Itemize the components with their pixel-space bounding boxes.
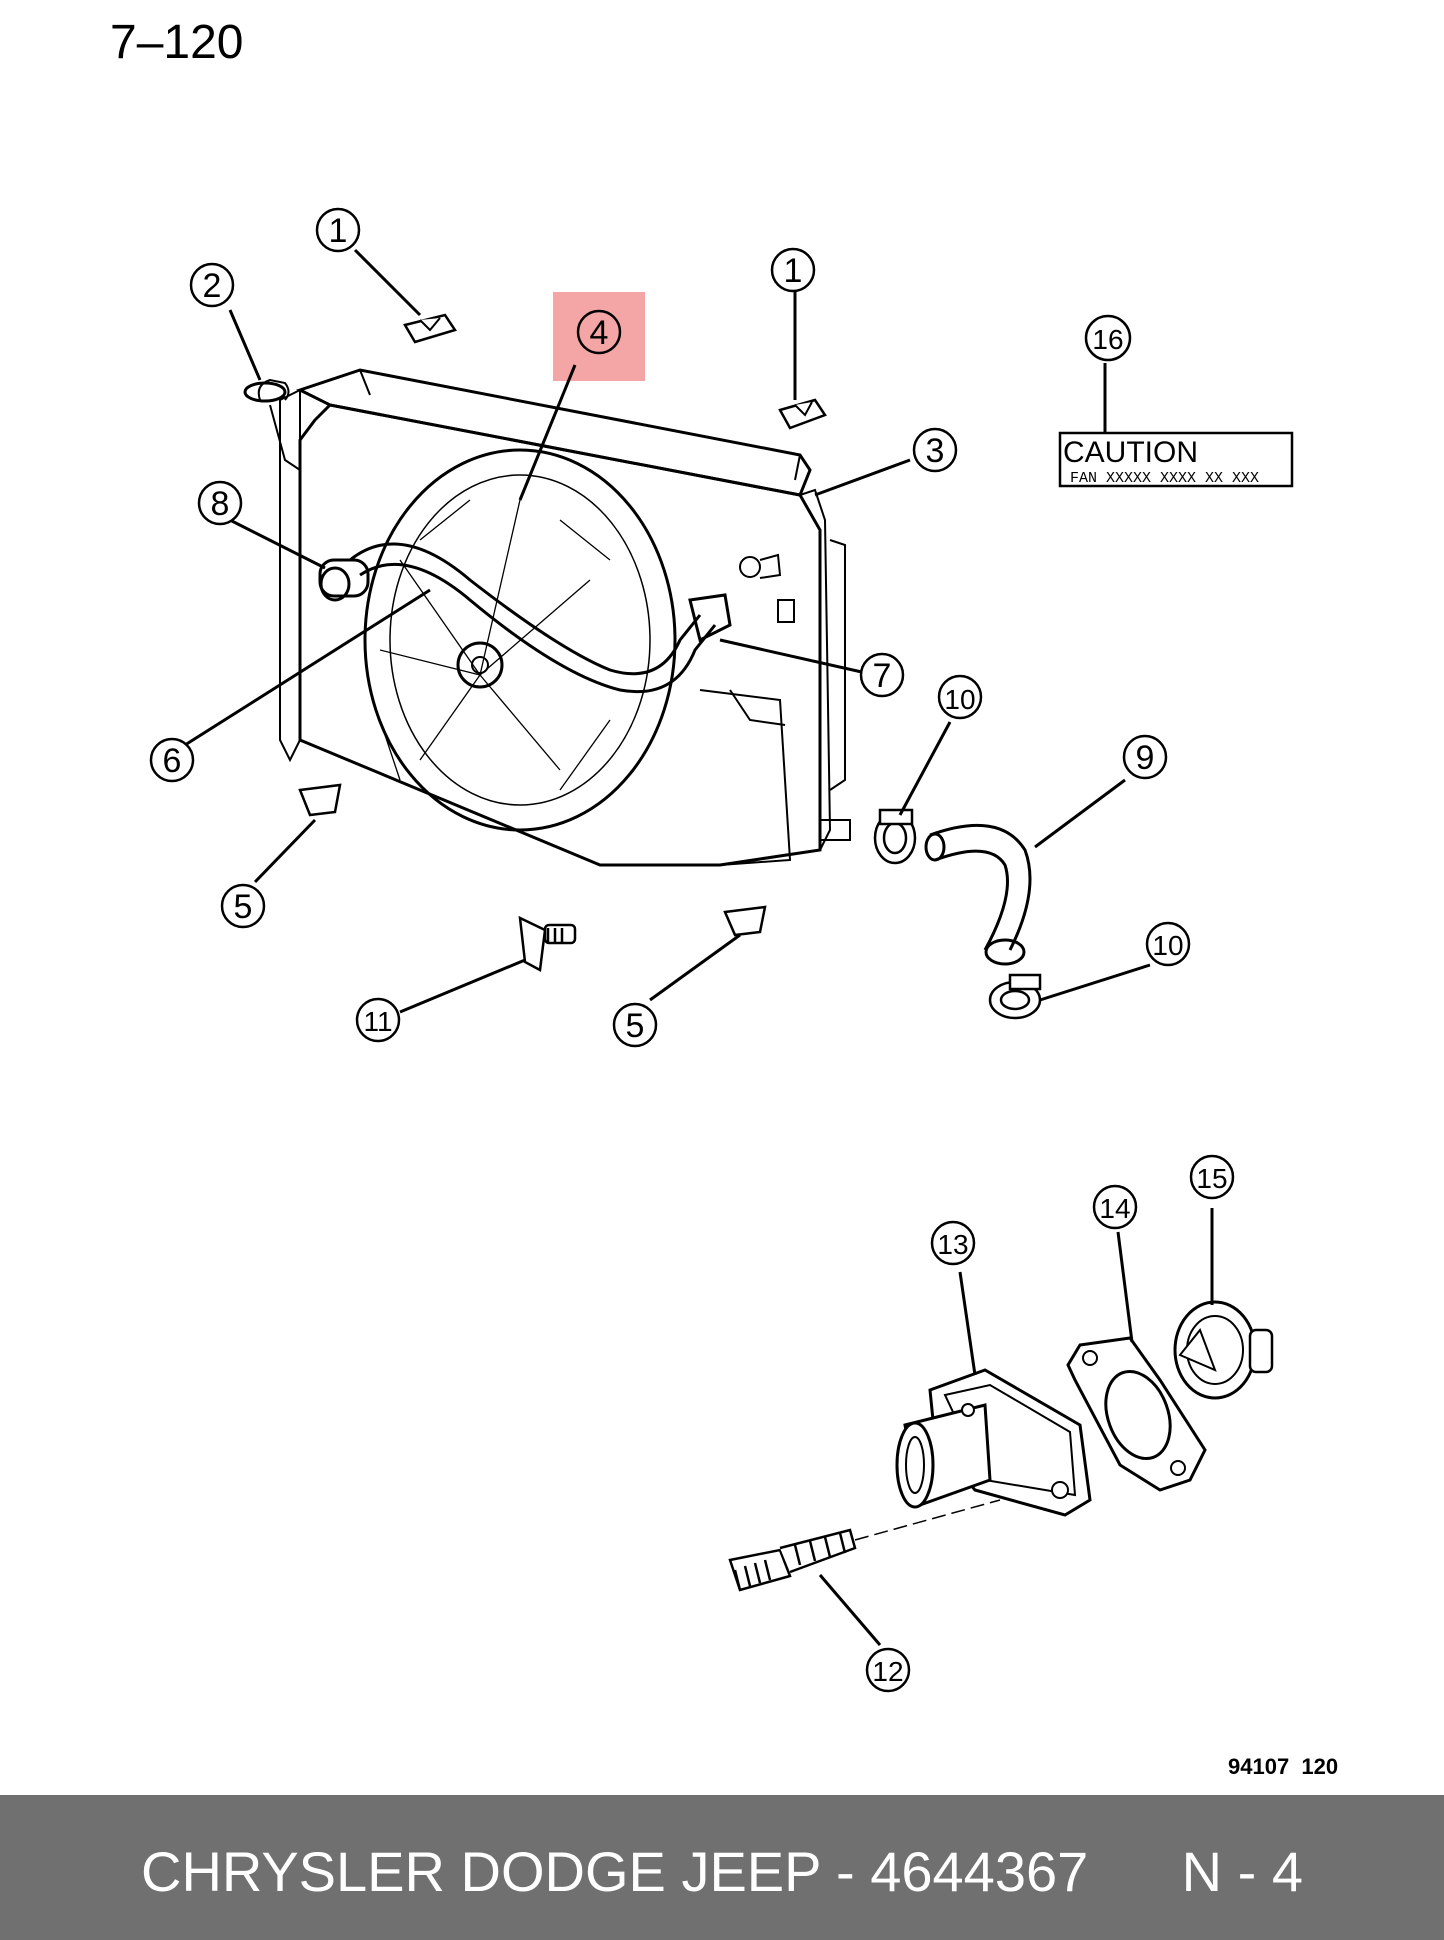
highlight-box xyxy=(553,292,645,381)
caution-label-subtitle: FAN XXXXX XXXX XX XXX xyxy=(1070,470,1259,487)
svg-text:12: 12 xyxy=(872,1656,903,1687)
callout-3: 3 xyxy=(912,427,958,473)
callout-5-center: 5 xyxy=(612,1002,658,1048)
callout-4: 4 xyxy=(576,309,622,355)
heater-hose xyxy=(924,823,1032,966)
page-number: 7–120 xyxy=(110,16,243,69)
drawing-code: 94107 120 xyxy=(1228,1754,1338,1779)
callout-1-right: 1 xyxy=(770,247,816,293)
svg-text:2: 2 xyxy=(203,267,222,305)
svg-text:9: 9 xyxy=(1136,739,1155,777)
caution-label-title: CAUTION xyxy=(1063,436,1198,469)
thermostat-housing xyxy=(895,1368,1092,1517)
mount-clip-right xyxy=(778,398,827,430)
callout-14: 14 xyxy=(1092,1184,1138,1230)
callout-13: 13 xyxy=(930,1220,976,1266)
svg-text:5: 5 xyxy=(234,888,253,926)
svg-text:10: 10 xyxy=(1152,930,1183,961)
svg-text:11: 11 xyxy=(363,1006,392,1037)
callout-15: 15 xyxy=(1189,1154,1235,1200)
callout-10-upper: 10 xyxy=(937,674,983,720)
svg-text:1: 1 xyxy=(784,252,803,290)
svg-text:4: 4 xyxy=(590,314,609,352)
callout-12: 12 xyxy=(865,1647,911,1693)
svg-text:8: 8 xyxy=(211,485,230,523)
svg-text:10: 10 xyxy=(944,684,975,715)
svg-text:16: 16 xyxy=(1092,324,1123,355)
wing-bolt xyxy=(518,915,577,972)
svg-text:7: 7 xyxy=(873,657,892,695)
callout-16: 16 xyxy=(1084,314,1132,362)
footer-bar: CHRYSLER DODGE JEEP - 4644367 N - 4 xyxy=(0,1795,1444,1940)
svg-text:6: 6 xyxy=(163,742,182,780)
callout-9: 9 xyxy=(1122,734,1168,780)
svg-text:14: 14 xyxy=(1099,1193,1130,1224)
svg-text:15: 15 xyxy=(1196,1163,1227,1194)
callouts: 1 1 2 3 4 5 5 6 7 8 9 10 10 11 12 13 14 … xyxy=(149,207,1235,1693)
housing-bolt xyxy=(728,1499,1001,1592)
callout-5-left: 5 xyxy=(220,883,266,929)
callout-7: 7 xyxy=(859,652,905,698)
hose-clamp-lower xyxy=(988,973,1042,1020)
svg-text:3: 3 xyxy=(926,432,945,470)
hose-clamp-upper xyxy=(873,808,917,865)
thermostat-gasket xyxy=(1066,1336,1207,1492)
nut-left xyxy=(298,783,342,817)
callout-11: 11 xyxy=(355,997,401,1043)
thermostat xyxy=(1173,1300,1274,1400)
callout-2: 2 xyxy=(189,262,235,308)
callout-6: 6 xyxy=(149,737,195,783)
svg-text:1: 1 xyxy=(329,212,348,250)
callout-8: 8 xyxy=(197,480,243,526)
svg-text:5: 5 xyxy=(626,1007,645,1045)
overflow-hose xyxy=(318,542,732,694)
mount-clip-left xyxy=(403,313,457,344)
callout-1-left: 1 xyxy=(315,207,361,253)
leader-lines xyxy=(184,248,1214,1646)
parts-diagram: 7–120 xyxy=(110,16,1338,1779)
footer-title: CHRYSLER DODGE JEEP - 4644367 N - 4 xyxy=(141,1840,1303,1903)
callout-10-lower: 10 xyxy=(1145,921,1191,967)
nut-center xyxy=(723,905,767,937)
caution-label: CAUTION FAN XXXXX XXXX XX XXX xyxy=(1058,431,1294,488)
svg-text:13: 13 xyxy=(937,1229,968,1260)
